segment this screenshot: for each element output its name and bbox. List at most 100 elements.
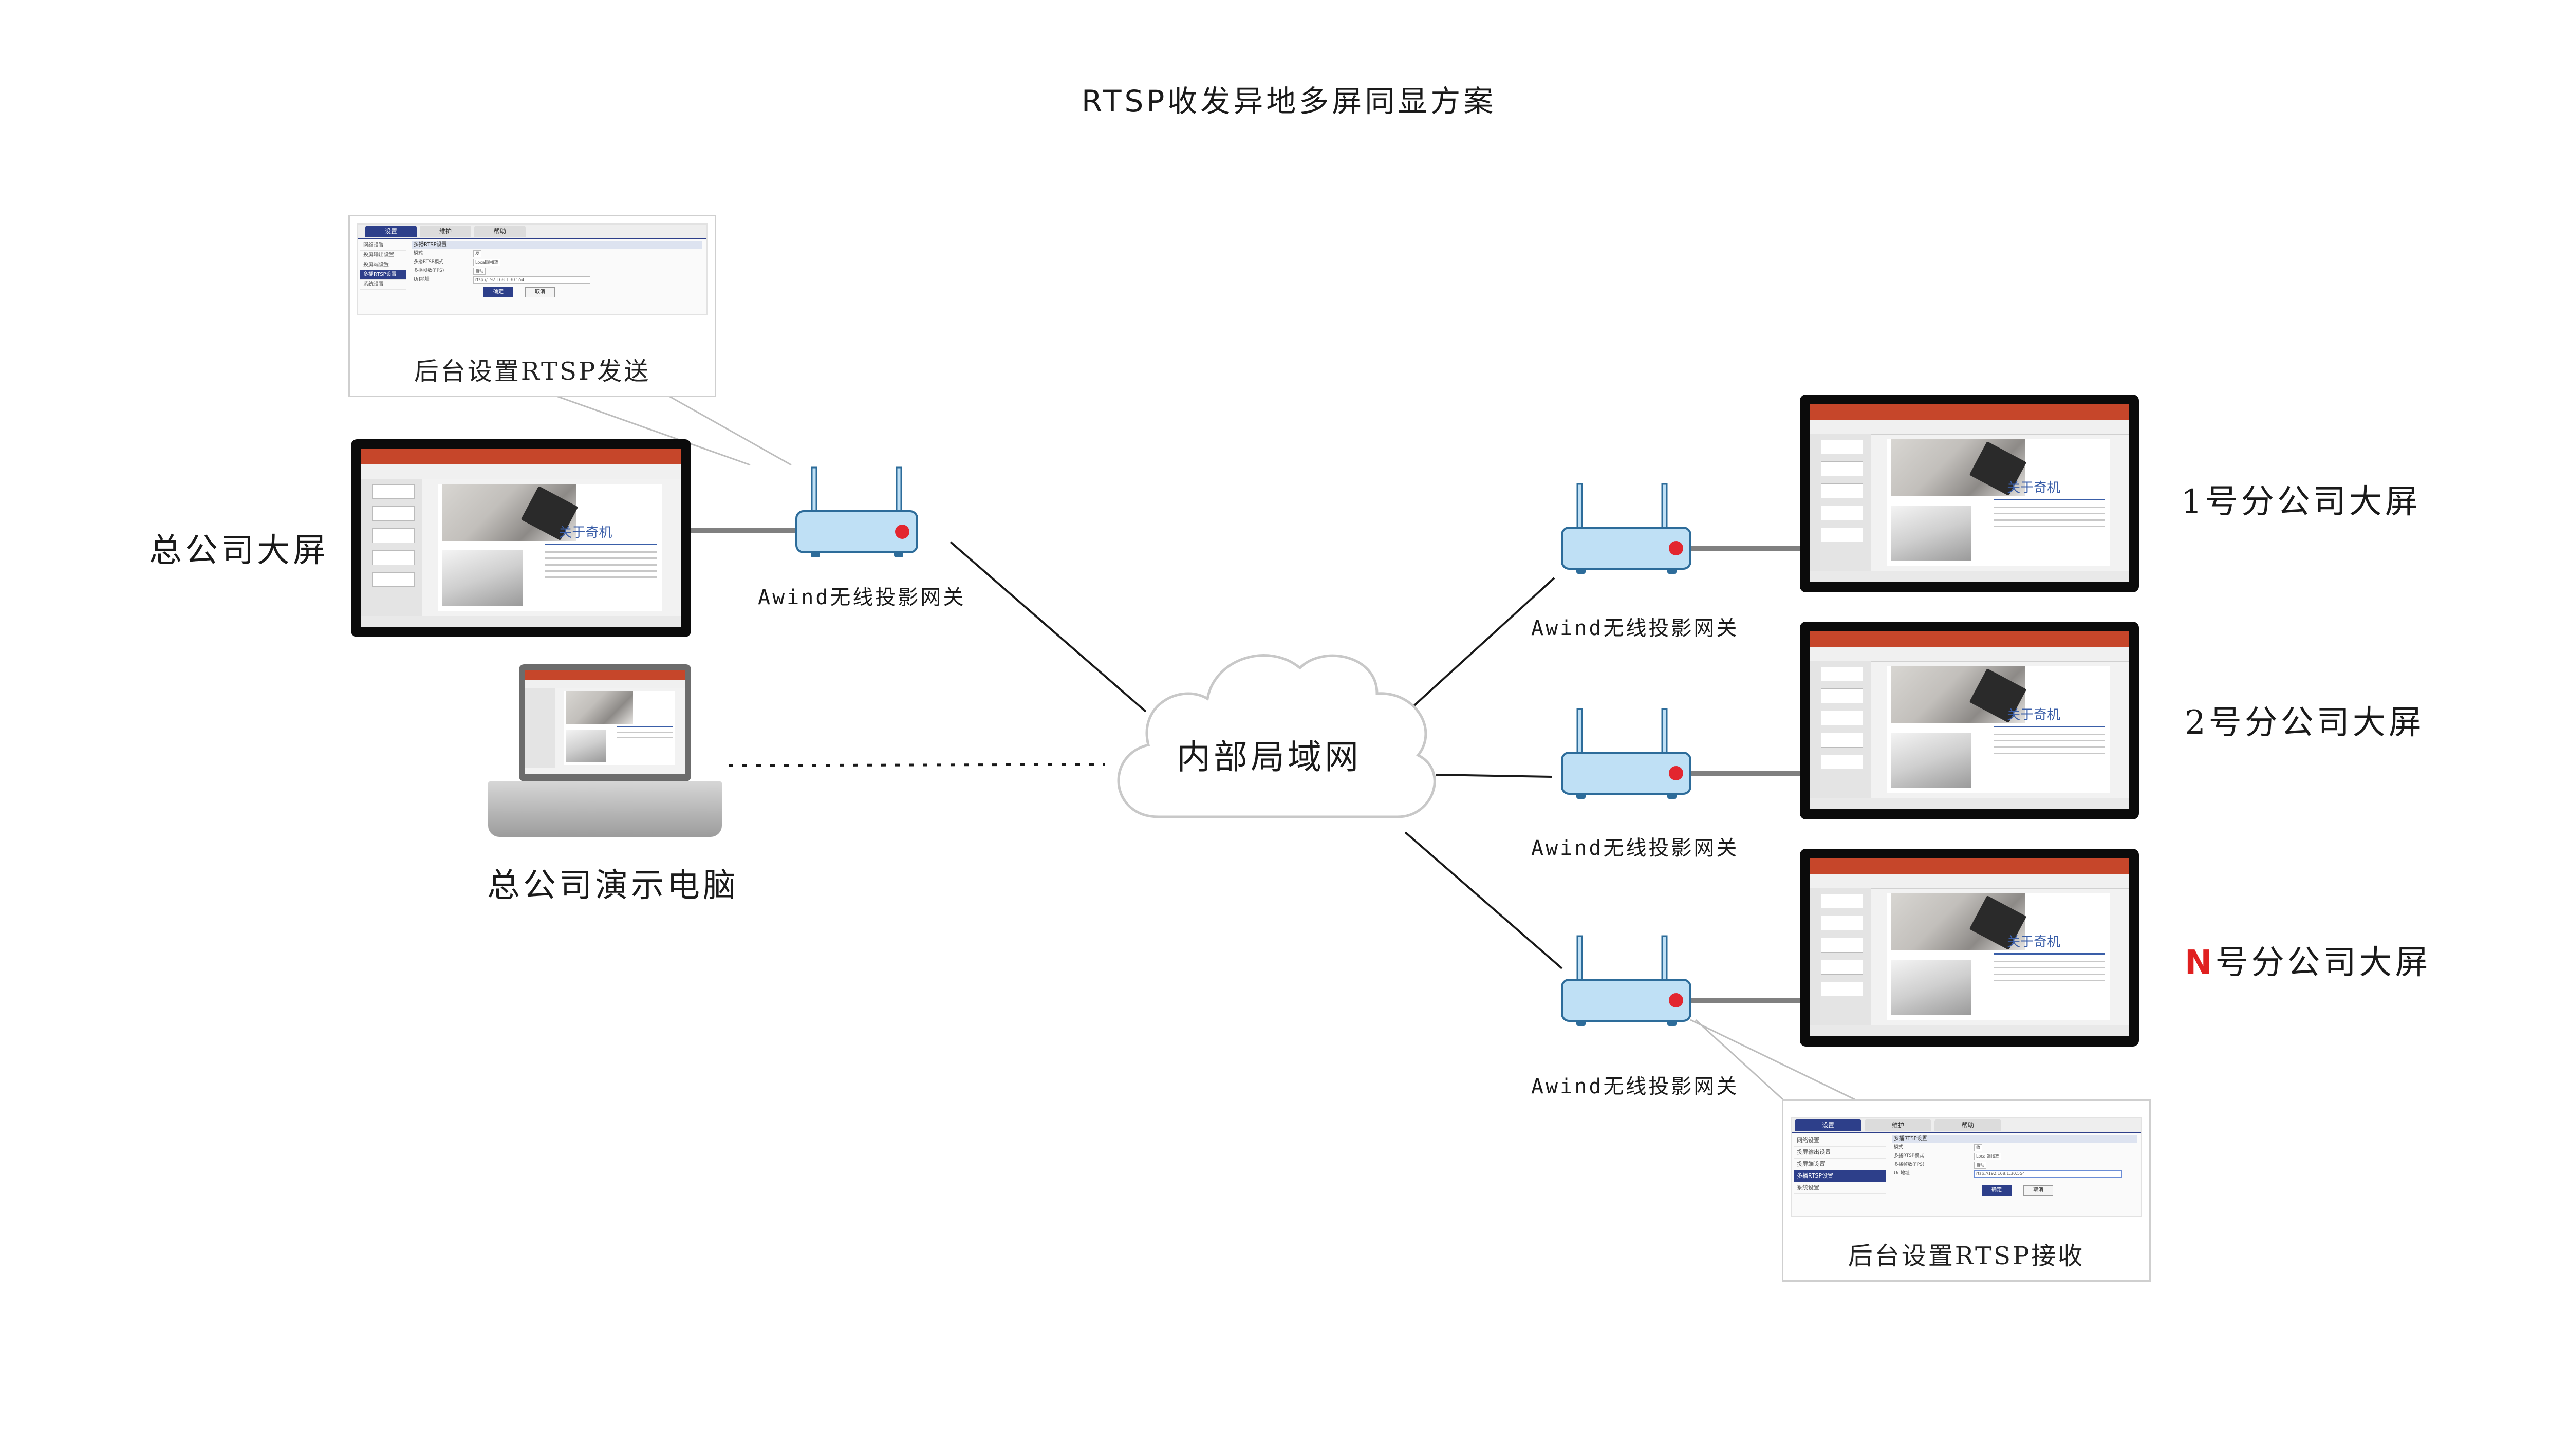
cable-hq <box>691 528 796 533</box>
slide-thumbnail <box>1821 959 1864 975</box>
form-row: 多播RTSP模式 Local端播放 <box>1892 1152 2137 1161</box>
slide-thumbnail <box>372 572 415 587</box>
slide-canvas: 关于奇机 <box>438 484 662 611</box>
cancel-button[interactable]: 取消 <box>2023 1185 2054 1196</box>
sidebar-item-system[interactable]: 系统设置 <box>1794 1182 1886 1194</box>
tab-help[interactable]: 帮助 <box>1934 1119 2001 1131</box>
cable-branch-1 <box>1690 546 1801 551</box>
tab-maintenance[interactable]: 维护 <box>1865 1119 1931 1131</box>
form-row: 模式收 <box>1892 1143 2137 1152</box>
form-key: 多播RTSP模式 <box>1894 1153 1924 1159</box>
slide-photo-cups <box>1891 505 1971 561</box>
app-statusbar <box>1810 798 2129 809</box>
laptop-keyboard-base <box>488 781 722 837</box>
form-section-title: 多播RTSP设置 <box>412 241 702 249</box>
slide-thumbnail <box>372 484 415 499</box>
cable-branch-n <box>1690 998 1801 1003</box>
slide-thumbnail <box>1821 461 1864 477</box>
slide-thumbnail <box>1821 527 1864 543</box>
form-input[interactable]: rtsp://192.168.1.30:554 <box>473 276 590 284</box>
sidebar-item-output[interactable]: 投屏输出设置 <box>360 251 406 260</box>
text-line <box>1994 740 2106 742</box>
form-row: 多播帧数(FPS) 自动 <box>1892 1161 2137 1169</box>
callout-recv-line-b <box>1695 1019 1784 1100</box>
sidebar-item-network[interactable]: 网络设置 <box>1794 1135 1886 1147</box>
slide-thumbnail <box>1821 688 1864 704</box>
slide-thumbnails <box>525 688 556 768</box>
tab-settings[interactable]: 设置 <box>1795 1119 1861 1131</box>
tab-maintenance[interactable]: 维护 <box>420 226 471 237</box>
sidebar-item-rtsp[interactable]: 多播RTSP设置 <box>360 270 406 280</box>
hq-screen-label: 总公司大屏 <box>149 532 329 570</box>
slide-thumbnail <box>1821 439 1864 455</box>
text-line <box>1994 525 2106 527</box>
sidebar-item-client[interactable]: 投屏端设置 <box>360 260 406 270</box>
text-line <box>1994 513 2106 515</box>
sidebar-item-rtsp[interactable]: 多播RTSP设置 <box>1794 1170 1886 1182</box>
form-key: 多播帧数(FPS) <box>1894 1162 1925 1167</box>
slide-canvas: 关于奇机 <box>1886 439 2110 566</box>
branch-1-suffix: 号分公司大屏 <box>2205 483 2421 521</box>
router-icon-hq <box>795 466 918 557</box>
text-line <box>1994 967 2106 969</box>
form-row: 模式发 <box>412 249 702 258</box>
slide-thumbnail <box>1821 916 1864 931</box>
text-line <box>1994 973 2106 975</box>
sidebar-item-output[interactable]: 投屏输出设置 <box>1794 1147 1886 1159</box>
link-cloud-gateway-2 <box>1436 774 1552 778</box>
form-input[interactable]: rtsp://192.168.1.30:554 <box>1974 1170 2122 1178</box>
app-statusbar <box>361 616 681 627</box>
sidebar-item-network[interactable]: 网络设置 <box>360 241 406 251</box>
link-hq-gateway-cloud <box>950 541 1147 713</box>
slide-heading: 关于奇机 <box>2007 707 2061 723</box>
text-line <box>545 564 657 566</box>
hq-display-screen: 关于奇机 <box>351 439 691 637</box>
form-select[interactable]: Local端播放 <box>1974 1153 2001 1160</box>
presentation-app-view: 关于奇机 <box>1810 858 2129 1036</box>
router-icon-branch-1 <box>1561 483 1691 574</box>
slide-photo-cups <box>442 550 523 606</box>
presentation-app-view: 关于奇机 <box>1810 404 2129 582</box>
confirm-button[interactable]: 确定 <box>483 287 513 297</box>
sidebar-item-system[interactable]: 系统设置 <box>360 280 406 290</box>
send-panel-caption: 后台设置RTSP发送 <box>414 357 651 386</box>
app-toolbar <box>1810 647 2129 662</box>
app-ribbon <box>361 449 681 465</box>
branch-2-number: 2 <box>2185 704 2209 742</box>
sidebar-item-client[interactable]: 投屏端设置 <box>1794 1159 1886 1170</box>
slide-thumbnail <box>1821 938 1864 953</box>
cancel-button[interactable]: 取消 <box>525 287 555 297</box>
branch-1-label: 1号分公司大屏 <box>2181 475 2421 522</box>
slide-thumbnail <box>372 506 415 521</box>
form-value[interactable]: 收 <box>1974 1144 1982 1151</box>
receive-panel-caption: 后台设置RTSP接收 <box>1848 1242 2085 1271</box>
tab-settings[interactable]: 设置 <box>365 226 417 237</box>
presentation-app-view: 关于奇机 <box>361 449 681 627</box>
branch-2-gateway-label: Awind无线投影网关 <box>1531 836 1739 860</box>
form-select[interactable]: 自动 <box>1974 1162 1986 1169</box>
rtsp-receive-settings-panel: 设置 维护 帮助 网络设置 投屏输出设置 投屏端设置 多播RTSP设置 系统设置… <box>1782 1099 2151 1282</box>
text-line <box>1994 746 2106 748</box>
settings-tabs: 设置 维护 帮助 <box>1792 1118 2141 1133</box>
slide-thumbnails <box>1810 434 1871 572</box>
router-icon-branch-2 <box>1561 708 1691 799</box>
slide-thumbnail <box>1821 981 1864 997</box>
tab-help[interactable]: 帮助 <box>474 226 526 237</box>
form-select[interactable]: Local端播放 <box>473 259 500 266</box>
form-value[interactable]: 发 <box>473 250 481 257</box>
heading-rule <box>1994 953 2106 955</box>
branch-n-label: N号分公司大屏 <box>2185 936 2431 983</box>
branch-n-display-screen: 关于奇机 <box>1800 849 2139 1047</box>
text-line <box>1994 979 2106 981</box>
slide-thumbnails <box>1810 888 1871 1026</box>
slide-photo-cups <box>565 729 606 762</box>
slide-photo-cups <box>1891 732 1971 788</box>
form-select[interactable]: 自动 <box>473 268 486 275</box>
app-ribbon <box>1810 858 2129 874</box>
hq-pc-label: 总公司演示电脑 <box>487 867 739 905</box>
settings-screenshot: 设置 维护 帮助 网络设置 投屏输出设置 投屏端设置 多播RTSP设置 系统设置… <box>357 223 708 315</box>
confirm-button[interactable]: 确定 <box>1982 1185 2012 1196</box>
